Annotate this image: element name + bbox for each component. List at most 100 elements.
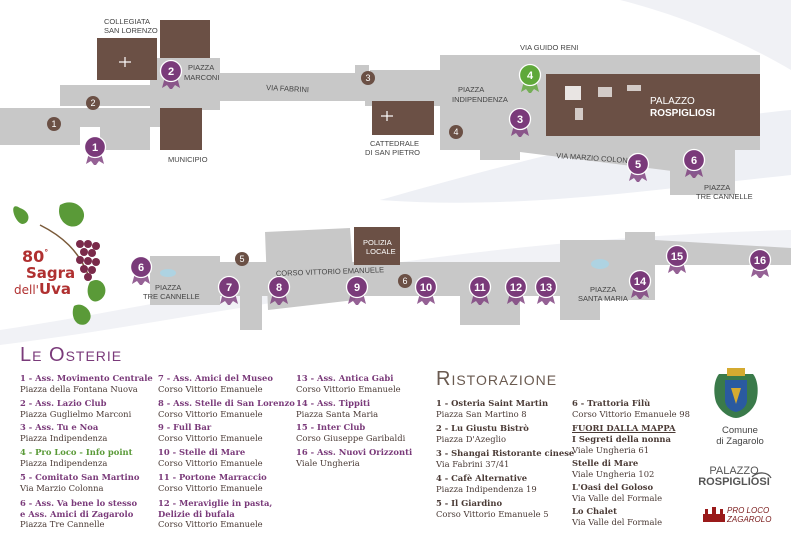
legend-entry-name: 2 - Ass. Lazio Club: [20, 398, 107, 408]
legend-entry-address: Piazza Santa Maria: [296, 408, 379, 419]
comune-line-2: di Zagarolo: [716, 436, 764, 447]
logo-number: 80: [22, 247, 44, 266]
legend-entry-name: 3 - Shangai Ristorante cinese: [436, 448, 575, 458]
legend-entry-address: Via Valle del Formale: [572, 516, 663, 527]
legend-entry-name: 11 - Portone Marraccio: [158, 472, 267, 482]
osteria-marker[interactable]: 16: [748, 248, 772, 279]
logo-uva: Uva: [39, 280, 71, 298]
legend-entry-name-2: e Ass. Amici di Zagarolo: [20, 508, 134, 519]
osteria-marker-number: 12: [510, 282, 522, 294]
ristoro-marker[interactable]: 1: [47, 117, 61, 131]
osteria-marker[interactable]: 10: [414, 275, 438, 306]
comune-label: Comune di Zagarolo: [700, 425, 780, 447]
osteria-marker[interactable]: 11: [468, 275, 492, 306]
label-piazza-marconi-2: MARCONI: [184, 73, 219, 82]
osteria-marker-number: 5: [635, 159, 641, 171]
legend-entry-address: Corso Giuseppe Garibaldi: [296, 432, 406, 443]
palazzo-map-label: PALAZZO: [650, 96, 695, 107]
osteria-marker[interactable]: 13: [534, 275, 558, 306]
osteria-marker[interactable]: 7: [217, 275, 241, 306]
osteria-marker[interactable]: 4: [518, 63, 542, 94]
osteria-marker-number: 7: [226, 282, 232, 294]
legend-entry-address: Via Fabrini 37/41: [436, 458, 510, 469]
label-polizia-2: LOCALE: [366, 247, 396, 256]
osteria-marker-number: 13: [540, 282, 552, 294]
fuori-mappa-title: FUORI DALLA MAPPA: [572, 423, 676, 433]
osteria-marker-number: 8: [276, 282, 282, 294]
logo-sagra: Sagra: [26, 264, 75, 282]
osteria-marker-number: 16: [754, 255, 766, 267]
label-piazza-tc-1b: TRE CANNELLE: [696, 192, 753, 201]
legend-entry-name: 6 - Ass. Va bene lo stesso: [20, 498, 138, 508]
logo-sup: °: [44, 248, 48, 257]
osteria-marker[interactable]: 1: [83, 135, 107, 166]
label-municipio: MUNICIPIO: [168, 155, 208, 164]
legend-entry-name: 5 - Il Giardino: [436, 498, 503, 508]
label-piazza-indipendenza: PIAZZA: [458, 85, 484, 94]
osterie-title: Le Osterie: [20, 344, 123, 366]
osteria-marker[interactable]: 3: [508, 107, 532, 138]
ristoro-marker[interactable]: 6: [398, 274, 412, 288]
legend-entry-name: 6 - Trattoria Filù: [572, 398, 651, 408]
osteria-marker-number: 9: [354, 282, 360, 294]
ristoro-marker[interactable]: 2: [86, 96, 100, 110]
osteria-marker-number: 4: [527, 70, 534, 82]
osteria-marker[interactable]: 14: [628, 269, 652, 300]
legend-entry-name: 14 - Ass. Tippiti: [296, 398, 371, 408]
osteria-marker[interactable]: 6: [682, 148, 706, 179]
osteria-marker[interactable]: 5: [626, 152, 650, 183]
legend-entry-address: Viale Ungheria 102: [572, 468, 655, 479]
label-piazza-tc-2b: TRE CANNELLE: [143, 292, 200, 301]
osteria-marker-number: 6: [691, 155, 697, 167]
osteria-marker[interactable]: 9: [345, 275, 369, 306]
osteria-marker[interactable]: 15: [665, 244, 689, 275]
vine-leaf-icon-3: [87, 279, 106, 302]
legend-entry-name: 4 - Cafè Alternative: [436, 473, 528, 483]
legend-entry-address: Piazza Indipendenza: [20, 432, 108, 443]
legend-entry-address: Corso Vittorio Emanuele: [158, 408, 263, 419]
ristoro-marker[interactable]: 4: [449, 125, 463, 139]
legend-entry-address: Corso Vittorio Emanuele: [158, 482, 263, 493]
legend-entry-address: Via Valle del Formale: [572, 492, 663, 503]
label-piazza-tc-2: PIAZZA: [155, 283, 181, 292]
ristoro-marker[interactable]: 5: [235, 252, 249, 266]
osteria-marker[interactable]: 6: [129, 255, 153, 286]
osteria-marker-number: 1: [92, 142, 98, 154]
legend-entry-name: L'Oasi del Goloso: [572, 482, 654, 492]
legend-entry-name: 3 - Ass. Tu e Noa: [20, 422, 99, 432]
legend-entry-name: 10 - Stelle di Mare: [158, 447, 246, 457]
upper-buildings: [97, 20, 760, 150]
label-corso-ve: CORSO VITTORIO EMANUELE: [276, 265, 384, 278]
osteria-marker[interactable]: 2: [159, 59, 183, 90]
label-cattedrale-2: DI SAN PIETRO: [365, 148, 420, 157]
osteria-marker[interactable]: 12: [504, 275, 528, 306]
legend-entry-name: 1 - Osteria Saint Martin: [436, 398, 549, 408]
osteria-marker-number: 10: [420, 282, 432, 294]
ristoro-marker[interactable]: 3: [361, 71, 375, 85]
legend-entry-name: 1 - Ass. Movimento Centrale: [20, 373, 153, 383]
label-via-fabrini: VIA FABRINI: [266, 83, 309, 94]
osteria-marker[interactable]: 8: [267, 275, 291, 306]
palazzo-logo: PALAZZO ROSPIGLIOSI: [694, 466, 774, 488]
osteria-marker-number: 2: [168, 66, 174, 78]
osteria-marker-number: 6: [138, 262, 144, 274]
label-polizia: POLIZIA: [363, 238, 392, 247]
proloco-logo: PRO LOCO ZAGAROLO: [727, 506, 772, 524]
grapes-icon: [76, 240, 100, 281]
palazzo-map-label-2: ROSPIGLIOSI: [650, 108, 715, 119]
